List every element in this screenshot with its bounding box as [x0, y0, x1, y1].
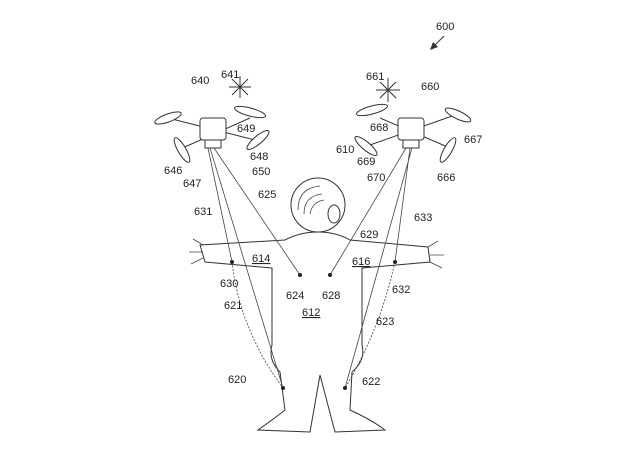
- label-669: 669: [357, 156, 375, 168]
- label-650: 650: [252, 166, 270, 178]
- label-648: 648: [250, 151, 268, 163]
- label-649: 649: [237, 123, 255, 135]
- label-633: 633: [414, 212, 432, 224]
- label-629: 629: [360, 229, 378, 241]
- figure-reference-arrow: [430, 35, 445, 50]
- label-632: 632: [392, 284, 410, 296]
- person-figure: [189, 177, 444, 433]
- drone-left: [154, 105, 270, 163]
- label-621: 621: [224, 300, 242, 312]
- ear: [327, 204, 341, 224]
- label-666: 666: [437, 172, 455, 184]
- label-612: 612: [302, 307, 320, 319]
- label-640: 640: [191, 75, 209, 87]
- label-660: 660: [421, 81, 439, 93]
- tethers: [207, 147, 413, 390]
- label-600: 600: [436, 21, 454, 33]
- label-624: 624: [286, 290, 304, 302]
- label-610: 610: [336, 144, 354, 156]
- direction-indicator-661: [376, 78, 400, 102]
- label-622: 622: [362, 376, 380, 388]
- label-620: 620: [228, 374, 246, 386]
- drone-right: [354, 103, 472, 163]
- label-625: 625: [258, 189, 276, 201]
- label-670: 670: [367, 172, 385, 184]
- label-646: 646: [164, 165, 182, 177]
- label-630: 630: [220, 278, 238, 290]
- label-631: 631: [194, 206, 212, 218]
- label-661: 661: [366, 71, 384, 83]
- label-614: 614: [252, 253, 270, 265]
- label-667: 667: [464, 134, 482, 146]
- direction-indicator-641: [229, 76, 251, 98]
- label-623: 623: [376, 316, 394, 328]
- label-641: 641: [221, 69, 239, 81]
- label-668: 668: [370, 122, 388, 134]
- label-616: 616: [352, 256, 370, 268]
- label-628: 628: [322, 290, 340, 302]
- label-647: 647: [183, 178, 201, 190]
